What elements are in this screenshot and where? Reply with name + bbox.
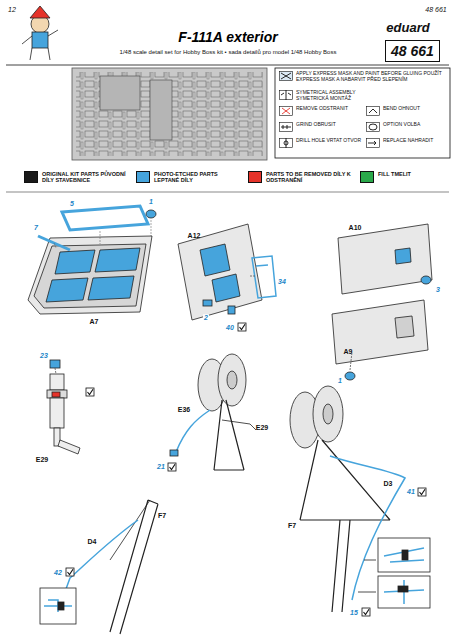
legend-icon — [279, 138, 293, 148]
brand-logo: eduard — [386, 21, 429, 35]
legend-item: REPLACE NAHRADIT — [366, 138, 447, 148]
legend-item: BEND OHNOUT — [366, 106, 447, 116]
part-name: D3 — [384, 480, 393, 487]
callout-number: 21 — [156, 463, 166, 470]
callout-number: 15 — [349, 609, 359, 616]
legend-icon — [366, 138, 380, 148]
callout-number: 1 — [148, 198, 154, 205]
callout-number: 2 — [203, 314, 209, 321]
legend-text: REMOVE ODSTRANIT — [296, 106, 362, 112]
legend-item: PHOTO-ETCHED PARTS LEPTANÉ DÍLY — [136, 171, 242, 184]
legend-item: REMOVE ODSTRANIT — [279, 106, 362, 116]
legend-text: SYMETRICAL ASSEMBLY SYMETRICKÁ MONTÁŽ — [296, 90, 362, 102]
legend-text: PHOTO-ETCHED PARTS LEPTANÉ DÍLY — [154, 171, 242, 184]
legend-text: OPTION VOLBA — [383, 122, 447, 128]
legend-item: DRILL HOLE VRTAT OTVOR — [279, 138, 362, 148]
callout-number: 5 — [69, 200, 75, 207]
set-number: 48 661 — [391, 44, 434, 58]
legend-item: FILL TMELIT — [360, 171, 455, 183]
subtitle: 1/48 scale detail set for Hobby Boss kit… — [120, 49, 337, 55]
part-name: E29 — [36, 456, 48, 463]
callout-number: 7 — [33, 224, 39, 231]
part-name: D4 — [88, 538, 97, 545]
callout-number: 1 — [337, 377, 343, 384]
set-number-box: 48 661 — [385, 40, 440, 62]
callout-number: 3 — [435, 286, 441, 293]
part-a12 — [178, 224, 276, 320]
legend-text: PARTS TO BE REMOVED DÍLY K ODSTRANĚNÍ — [266, 171, 354, 184]
color-swatch — [248, 171, 262, 183]
color-swatch — [136, 171, 150, 183]
title: F-111A exterior — [178, 30, 277, 45]
legend-item: GRIND OBRUSIT — [279, 122, 362, 132]
legend-item: SYMETRICAL ASSEMBLY SYMETRICKÁ MONTÁŽ — [279, 90, 362, 102]
legend-text: ORIGINAL KIT PARTS PŮVODNÍ DÍLY STAVEBNI… — [42, 171, 130, 184]
legend-icon — [366, 122, 380, 132]
bend-checkbox — [66, 323, 426, 616]
callout-number: 42 — [53, 569, 63, 576]
part-name: F7 — [288, 522, 296, 529]
part-name: F7 — [158, 512, 166, 519]
mascot-logo — [22, 6, 58, 60]
part-d3-f7-gear — [290, 386, 430, 612]
legend-item: PARTS TO BE REMOVED DÍLY K ODSTRANĚNÍ — [248, 171, 354, 184]
legend-frame — [275, 68, 450, 158]
part-name: A7 — [90, 318, 99, 325]
legend-icon — [279, 106, 293, 116]
legend-icon — [366, 106, 380, 116]
part-name: A12 — [188, 232, 201, 239]
fret-image — [72, 68, 267, 160]
legend-text: FILL TMELIT — [378, 171, 455, 177]
legend-text: GRIND OBRUSIT — [296, 122, 362, 128]
rule — [6, 192, 449, 193]
part-a10 — [338, 224, 432, 294]
part-a9 — [332, 300, 428, 380]
callout-number: 40 — [225, 324, 235, 331]
callout-number: 41 — [406, 488, 416, 495]
part-f7-d4-gear — [40, 500, 158, 634]
color-swatch — [24, 171, 38, 183]
legend-icon — [279, 90, 293, 100]
callout-number: 34 — [277, 278, 287, 285]
legend-text: BEND OHNOUT — [383, 106, 447, 112]
part-name: E36 — [178, 406, 190, 413]
legend-item: OPTION VOLBA — [366, 122, 447, 132]
callout-number: 23 — [39, 352, 49, 359]
page-number: 12 — [8, 6, 16, 13]
part-name: E29 — [256, 424, 268, 431]
part-name: A9 — [344, 348, 353, 355]
part-name: A10 — [349, 224, 362, 231]
part-a7 — [28, 206, 156, 314]
part-e29-strut — [47, 360, 80, 454]
rule — [6, 65, 449, 66]
legend-icon — [279, 71, 293, 81]
legend-text: DRILL HOLE VRTAT OTVOR — [296, 138, 362, 144]
set-number: 48 661 — [425, 6, 446, 13]
part-e36-gear — [170, 354, 256, 470]
legend-item: APPLY EXPRESS MASK AND PAINT BEFORE GLUI… — [279, 71, 446, 83]
legend-icon — [279, 122, 293, 132]
legend-text: APPLY EXPRESS MASK AND PAINT BEFORE GLUI… — [296, 71, 446, 83]
color-swatch — [360, 171, 374, 183]
legend-text: REPLACE NAHRADIT — [383, 138, 447, 144]
legend-item: ORIGINAL KIT PARTS PŮVODNÍ DÍLY STAVEBNI… — [24, 171, 130, 184]
